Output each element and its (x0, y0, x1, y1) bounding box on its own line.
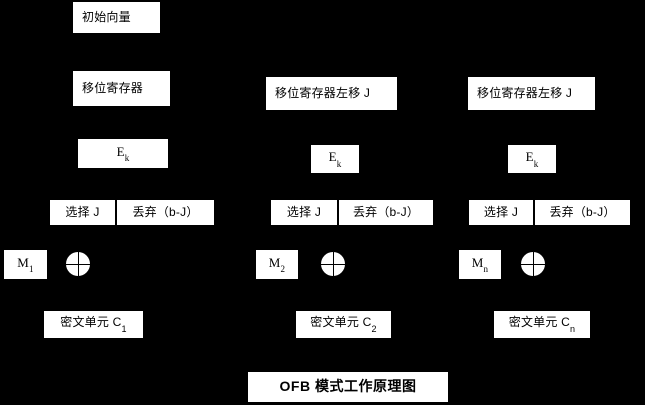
shift-register-box-2: 移位寄存器左移 J (266, 77, 397, 110)
plaintext-box-3: Mn (459, 250, 501, 279)
select-label-3: 选择 J (483, 204, 519, 219)
ciphertext-label-2: 密文单元 C2 (310, 315, 377, 334)
ciphertext-label-1: 密文单元 C1 (60, 315, 127, 334)
diagram-title-box: OFB 模式工作原理图 (248, 372, 448, 402)
encrypt-label-1: Ek (116, 143, 130, 164)
encrypt-label-3: Ek (525, 149, 539, 169)
shift-register-box-3: 移位寄存器左移 J (468, 77, 595, 110)
ciphertext-box-1: 密文单元 C1 (44, 311, 143, 338)
shift-register-label-1: 移位寄存器 (82, 80, 144, 95)
plaintext-label-1: M1 (17, 254, 34, 275)
shift-register-label-2: 移位寄存器左移 J (275, 85, 371, 100)
ciphertext-box-3: 密文单元 Cn (494, 311, 590, 338)
select-label-1: 选择 J (65, 204, 100, 219)
select-label-2: 选择 J (286, 204, 322, 219)
discard-label-3: 丢弃（b-J） (549, 204, 616, 219)
select-box-1: 选择 J (50, 200, 115, 225)
shift-register-label-3: 移位寄存器左移 J (477, 85, 573, 100)
xor-icon-3 (521, 252, 545, 276)
discard-box-3: 丢弃（b-J） (535, 200, 630, 225)
encrypt-box-3: Ek (508, 145, 556, 173)
initial-vector-box: 初始向量 (73, 2, 160, 33)
xor-icon-1 (66, 252, 90, 276)
discard-label-1: 丢弃（b-J） (132, 204, 199, 219)
discard-box-2: 丢弃（b-J） (339, 200, 433, 225)
plaintext-label-3: Mn (471, 254, 489, 275)
select-box-2: 选择 J (271, 200, 337, 225)
diagram-title: OFB 模式工作原理图 (279, 378, 417, 395)
plaintext-box-1: M1 (4, 250, 47, 279)
discard-label-2: 丢弃（b-J） (352, 204, 420, 219)
encrypt-box-2: Ek (311, 145, 359, 173)
shift-register-box-1: 移位寄存器 (73, 71, 170, 106)
select-box-3: 选择 J (469, 200, 533, 225)
plaintext-box-2: M2 (256, 250, 298, 279)
encrypt-box-1: Ek (78, 139, 168, 168)
encrypt-label-2: Ek (328, 149, 342, 169)
initial-vector-label: 初始向量 (82, 9, 131, 24)
discard-box-1: 丢弃（b-J） (117, 200, 214, 225)
ciphertext-label-3: 密文单元 Cn (508, 315, 576, 334)
ciphertext-box-2: 密文单元 C2 (296, 311, 391, 338)
xor-icon-2 (321, 252, 345, 276)
plaintext-label-2: M2 (268, 254, 286, 275)
